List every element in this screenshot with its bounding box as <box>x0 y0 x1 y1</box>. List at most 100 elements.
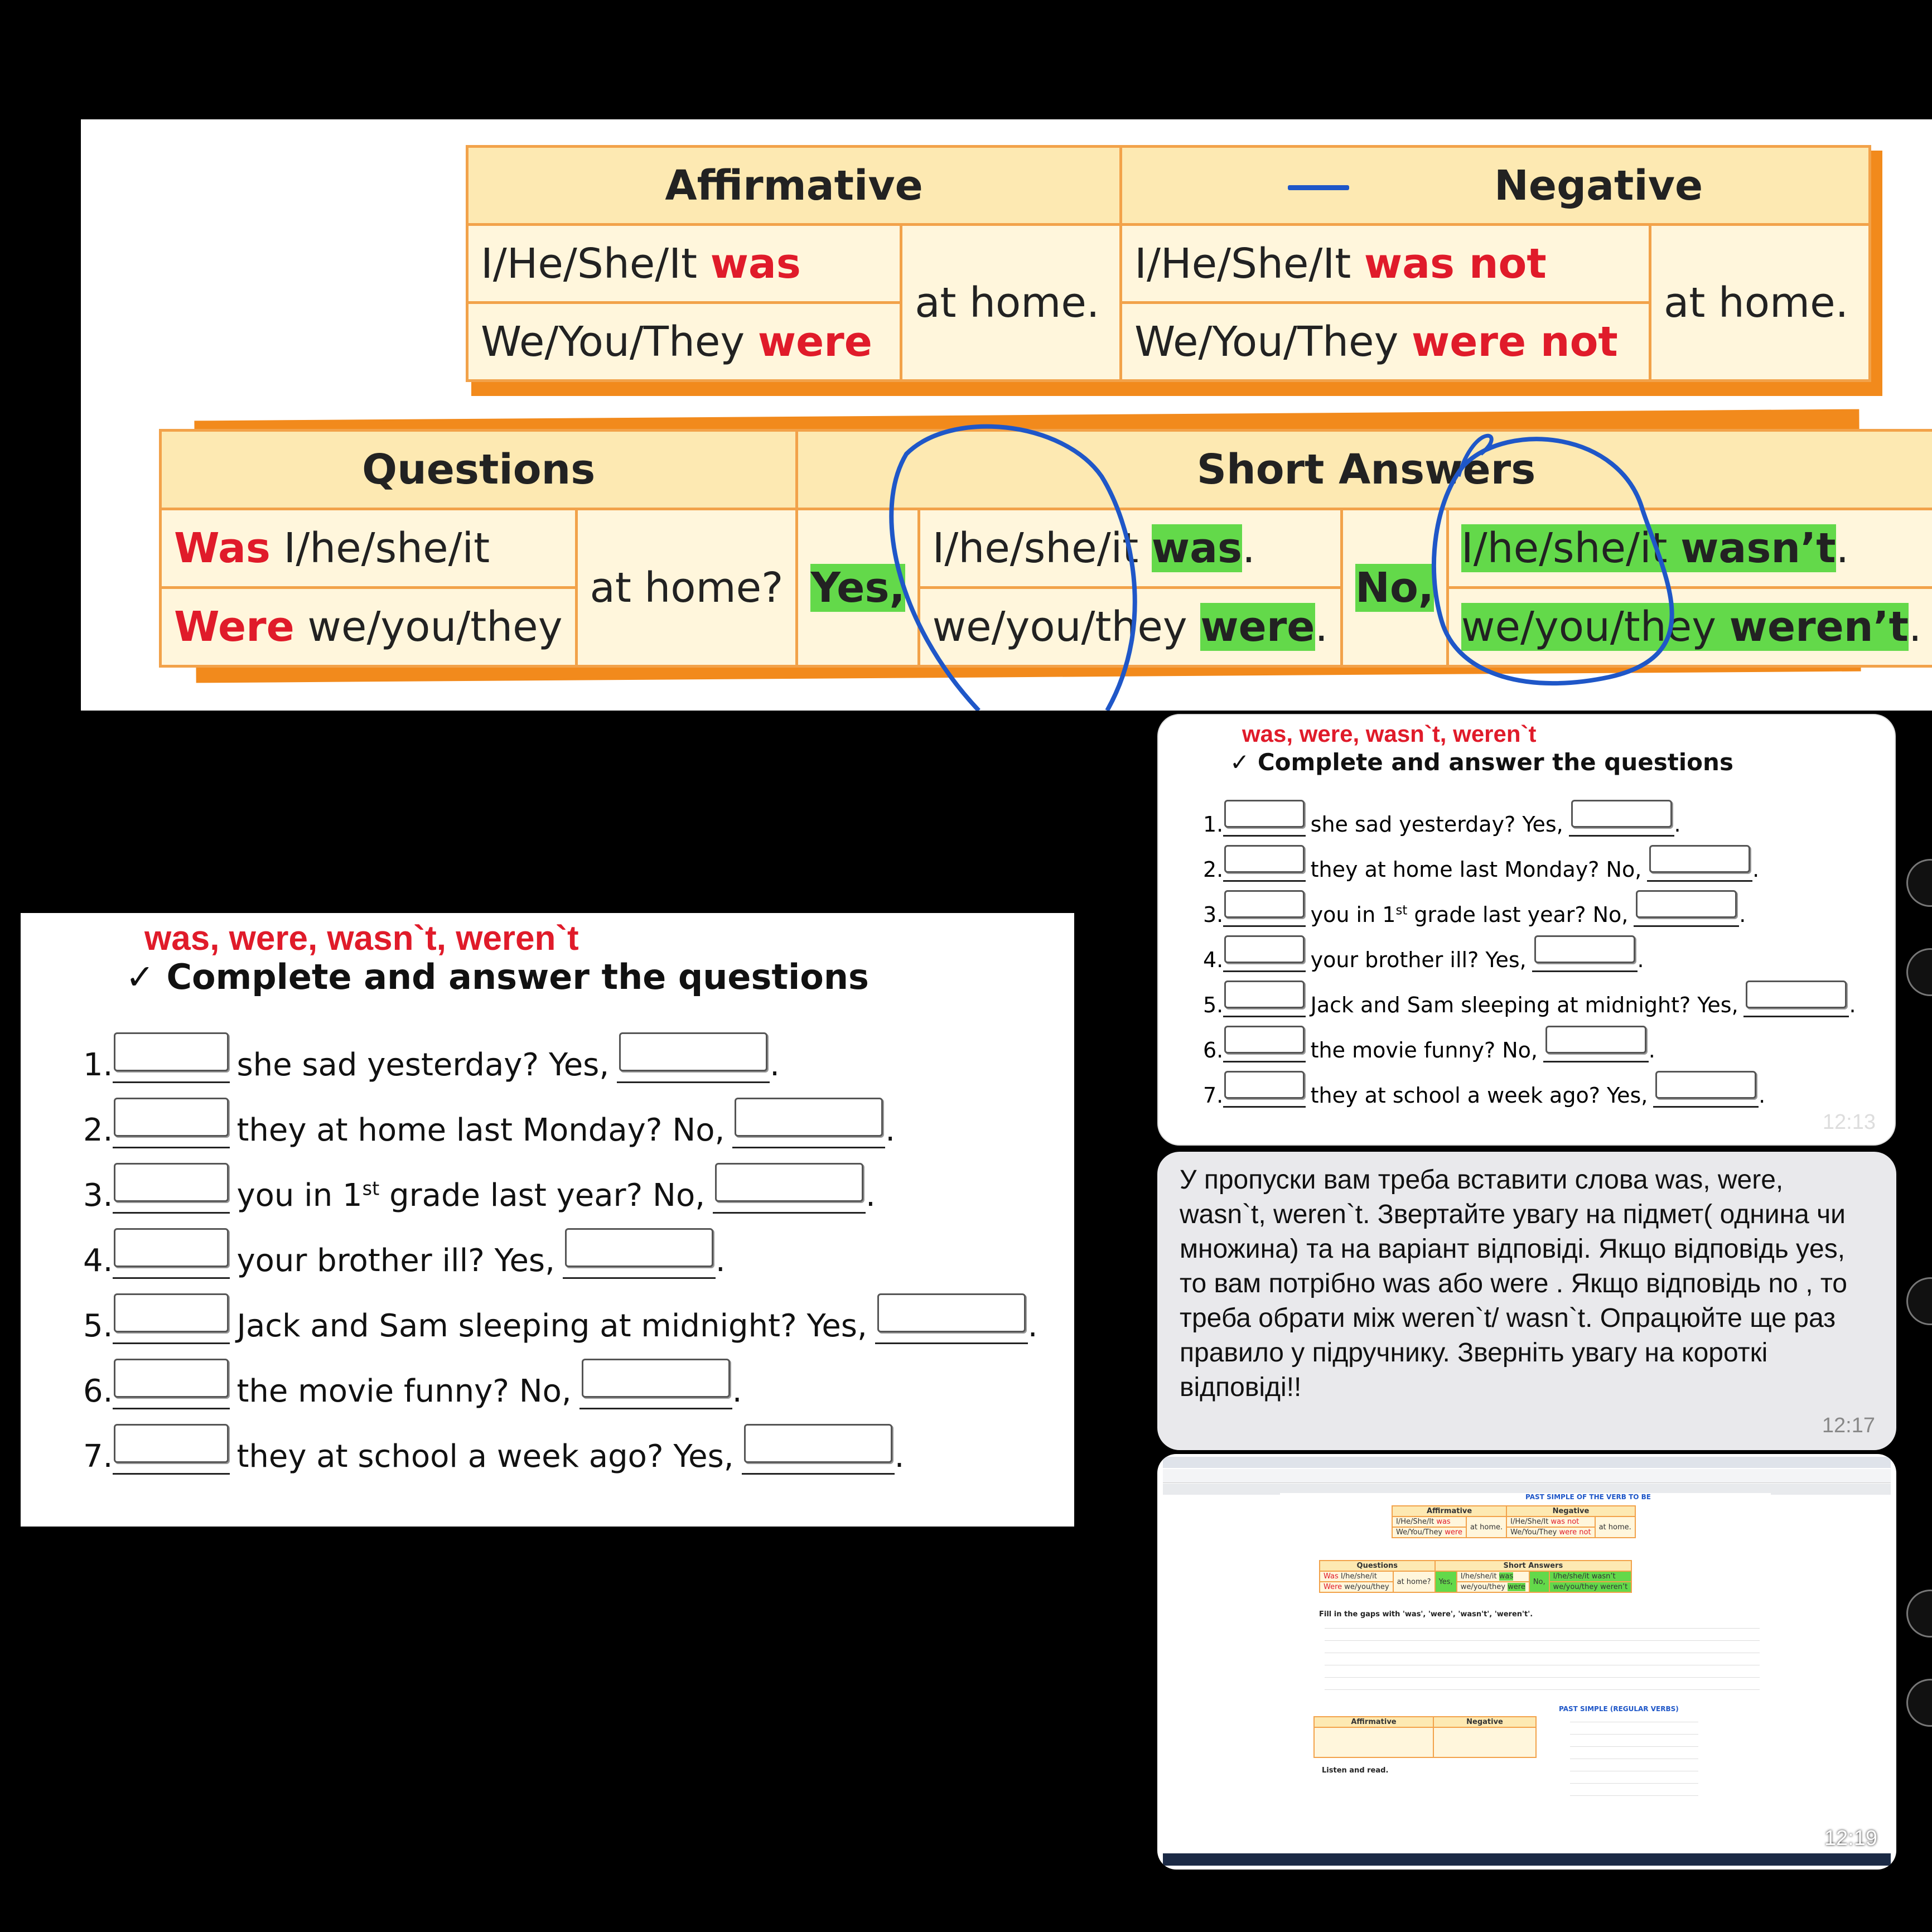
rule-text <box>1570 1716 1698 1805</box>
answer-blank-input[interactable] <box>1224 845 1305 873</box>
short-answer-input[interactable] <box>581 1359 730 1398</box>
end-punctuation: . <box>1759 1083 1766 1108</box>
answer-blank-input[interactable] <box>1224 890 1305 918</box>
answer-blank-input[interactable] <box>114 1098 229 1137</box>
answer-blank-input[interactable] <box>114 1228 229 1267</box>
item-number: 4. <box>1203 948 1224 972</box>
item-text: your brother ill? Yes, <box>1310 948 1527 972</box>
short-answer-input[interactable] <box>1636 890 1737 918</box>
exercise-item: 6.the movie funny? No,. <box>83 1344 1038 1409</box>
edge-forward-button[interactable] <box>1906 1590 1932 1638</box>
blank-underline <box>1634 890 1740 927</box>
answer-blank-input[interactable] <box>1224 1071 1305 1099</box>
chat-message-screenshot[interactable]: PAST SIMPLE OF THE VERB TO BE Affirmativ… <box>1157 1454 1896 1870</box>
blank-underline <box>1223 845 1306 882</box>
item-text: they at school a week ago? Yes, <box>1310 1083 1648 1108</box>
blank-underline <box>579 1359 732 1409</box>
blank-underline <box>1653 1071 1759 1108</box>
answer-blank-input[interactable] <box>1224 1026 1305 1054</box>
short-answer-input[interactable] <box>1655 1071 1757 1099</box>
edge-reaction-button[interactable] <box>1906 948 1932 996</box>
blank-underline <box>113 1293 230 1344</box>
item-number: 3. <box>1203 902 1224 927</box>
neg-row1: I/He/She/It was not <box>1119 223 1651 304</box>
exercise-subtitle: ✓ Complete and answer the questions <box>125 957 869 997</box>
blank-underline <box>875 1293 1028 1344</box>
exercise-item: 5. Jack and Sam sleeping at midnight? Yes… <box>1203 972 1856 1017</box>
edge-reaction-button[interactable] <box>1906 1277 1932 1325</box>
end-punctuation: . <box>866 1177 876 1214</box>
short-answer-input[interactable] <box>715 1163 864 1202</box>
answer-blank-input[interactable] <box>114 1424 229 1463</box>
pdf-toolbar <box>1163 1484 1891 1495</box>
short-answer-input[interactable] <box>564 1228 713 1267</box>
exercise-item: 1.she sad yesterday? Yes,. <box>83 1018 1038 1083</box>
item-number: 7. <box>1203 1083 1224 1108</box>
short-answer-input[interactable] <box>1534 935 1635 963</box>
short-answer-input[interactable] <box>877 1293 1026 1332</box>
answer-blank-input[interactable] <box>114 1359 229 1398</box>
short-answer-input[interactable] <box>1571 800 1672 828</box>
pen-loop-no <box>1431 437 1674 686</box>
exercise-title: was, were, wasn`t, weren`t <box>1242 721 1537 747</box>
textbook-page: PAST SIMPLE OF THE VERB TO BE Affirmativ… <box>1280 1493 1771 1856</box>
blank-underline <box>1543 1026 1649 1062</box>
item-text: you in 1st grade last year? No, <box>1310 902 1629 927</box>
blank-underline <box>1647 845 1753 882</box>
dash-mark <box>1287 185 1349 191</box>
item-number: 2. <box>1203 857 1224 882</box>
blank-underline <box>1532 935 1638 972</box>
answer-blank-input[interactable] <box>1224 935 1305 963</box>
q-row2: Were we/you/they <box>159 586 578 668</box>
end-punctuation: . <box>1674 812 1681 837</box>
sa-yes-row2: we/you/they were. <box>917 586 1344 668</box>
exercise-item: 2.they at home last Monday? No,. <box>1203 837 1856 882</box>
end-punctuation: . <box>1027 1308 1038 1344</box>
answer-blank-input[interactable] <box>114 1163 229 1202</box>
exercise-item: 6.the movie funny? No,. <box>1203 1017 1856 1062</box>
exercise-item: 7. they at school a week ago? Yes,. <box>1203 1062 1856 1108</box>
item-number: 4. <box>83 1243 113 1279</box>
chat-message-text[interactable]: У пропуски вам треба вставити слова was,… <box>1157 1152 1896 1450</box>
affirmative-negative-table: Affirmative Negative I/He/She/It was at … <box>465 145 1871 382</box>
edge-forward-button[interactable] <box>1906 859 1932 907</box>
pen-loop-yes <box>889 424 1137 711</box>
short-answer-input[interactable] <box>1649 845 1751 873</box>
aff-row1: I/He/She/It was <box>465 223 903 304</box>
item-number: 3. <box>83 1177 113 1214</box>
exercise-item: 5.Jack and Sam sleeping at midnight? Yes… <box>83 1279 1038 1344</box>
pen-annotations <box>889 424 1674 711</box>
answer-blank-input[interactable] <box>1224 981 1305 1008</box>
blank-underline <box>1223 800 1306 837</box>
short-answer-input[interactable] <box>1545 1026 1646 1054</box>
questions-header: Questions <box>158 429 799 510</box>
edge-reaction-button[interactable] <box>1906 1679 1932 1727</box>
answer-blank-input[interactable] <box>114 1032 229 1071</box>
item-text: the movie funny? No, <box>1310 1038 1538 1062</box>
short-answer-input[interactable] <box>735 1098 883 1137</box>
blank-underline <box>113 1098 230 1148</box>
short-answer-input[interactable] <box>1746 981 1847 1008</box>
item-text: they at home last Monday? No, <box>236 1112 725 1148</box>
chat-message-image[interactable]: was, were, wasn`t, weren`t ✓ Complete an… <box>1157 714 1896 1146</box>
short-answer-input[interactable] <box>619 1032 768 1071</box>
answer-blank-input[interactable] <box>1224 800 1305 828</box>
q-place: at home? <box>574 508 799 668</box>
answer-blank-input[interactable] <box>114 1293 229 1332</box>
item-number: 5. <box>1203 993 1224 1017</box>
blank-underline <box>1568 800 1674 837</box>
message-timestamp: 12:13 <box>1822 1110 1876 1134</box>
blank-underline <box>562 1228 716 1279</box>
exercise-list: 1.she sad yesterday? Yes,.2.they at home… <box>83 1018 1038 1475</box>
windows-taskbar <box>1163 1853 1891 1866</box>
q-row1: Was I/he/she/it <box>159 508 578 589</box>
end-punctuation: . <box>1849 993 1856 1017</box>
blank-underline <box>113 1032 230 1083</box>
item-text: Jack and Sam sleeping at midnight? Yes, <box>1310 993 1738 1017</box>
item-text: they at home last Monday? No, <box>1310 857 1642 882</box>
short-answer-input[interactable] <box>743 1424 892 1463</box>
blank-underline <box>113 1228 230 1279</box>
blank-underline <box>617 1032 770 1083</box>
